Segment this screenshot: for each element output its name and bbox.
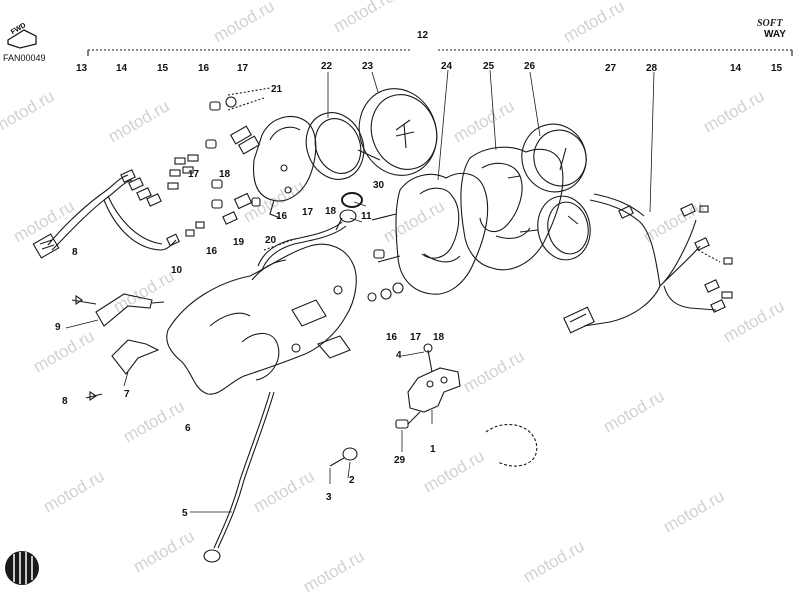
ref-label: 15 bbox=[157, 63, 169, 74]
ref-label: 27 bbox=[605, 63, 617, 74]
callout-label: 17 bbox=[188, 169, 200, 180]
brand-bottom: WAY bbox=[764, 29, 786, 40]
diagram-code: FAN00049 bbox=[3, 53, 46, 63]
ref-label: 24 bbox=[441, 61, 453, 72]
callout-label: 17 bbox=[410, 332, 422, 343]
callout-label: 29 bbox=[394, 455, 406, 466]
callout-label: 6 bbox=[185, 423, 191, 434]
ref-label: 14 bbox=[116, 63, 128, 74]
callout-label: 5 bbox=[182, 508, 188, 519]
callout-label: 18 bbox=[433, 332, 445, 343]
seal-ring bbox=[335, 192, 363, 231]
callout-label: 10 bbox=[171, 265, 183, 276]
callout-label: 30 bbox=[373, 180, 385, 191]
callout-label: 8 bbox=[62, 396, 68, 407]
gauge-ring bbox=[305, 112, 365, 180]
instrument-panel bbox=[367, 172, 489, 302]
ref-label: 28 bbox=[646, 63, 658, 74]
gauge-round-23 bbox=[357, 88, 438, 176]
ref-label: 14 bbox=[730, 63, 742, 74]
callout-label: 11 bbox=[361, 211, 372, 222]
callout-label: 20 bbox=[265, 235, 277, 246]
speedometer-cable bbox=[203, 221, 347, 563]
ref-label: 23 bbox=[362, 61, 374, 72]
callout-label: 19 bbox=[233, 237, 245, 248]
gauge-round-26 bbox=[507, 123, 587, 193]
callout-label: 7 bbox=[124, 389, 130, 400]
ref-label: 22 bbox=[321, 61, 333, 72]
gauge-round-lower bbox=[519, 195, 591, 261]
callout-label: 21 bbox=[271, 84, 283, 95]
ref-label: 26 bbox=[524, 61, 536, 72]
gauge-housing-left bbox=[252, 116, 317, 219]
callout-label: 17 bbox=[302, 207, 314, 218]
switch-assembly bbox=[329, 343, 538, 467]
callout-label: 9 bbox=[55, 322, 61, 333]
callout-label: 2 bbox=[349, 475, 355, 486]
ref-label: 16 bbox=[198, 63, 210, 74]
fairing-bracket bbox=[166, 237, 357, 395]
group-bracket bbox=[87, 49, 793, 56]
callout-label: 1 bbox=[430, 444, 436, 455]
brand-top: SOFT bbox=[757, 18, 783, 29]
ref-label: 15 bbox=[771, 63, 783, 74]
leader-lines bbox=[65, 69, 655, 513]
left-wiring-harness bbox=[32, 169, 180, 259]
callout-label: 3 bbox=[326, 492, 332, 503]
callout-label: 18 bbox=[219, 169, 231, 180]
ref-label: 13 bbox=[76, 63, 88, 74]
fwd-arrow-icon bbox=[7, 29, 37, 49]
callout-label: 18 bbox=[325, 206, 337, 217]
callout-label: 16 bbox=[386, 332, 398, 343]
ref-label: 17 bbox=[237, 63, 249, 74]
group-ref-label: 12 bbox=[417, 30, 429, 41]
bulb-sockets bbox=[167, 87, 271, 237]
callout-label: 8 bbox=[72, 247, 78, 258]
callout-label: 16 bbox=[206, 246, 218, 257]
right-wiring-harness bbox=[563, 193, 733, 334]
mount-plates bbox=[71, 293, 165, 402]
callout-label: 16 bbox=[276, 211, 288, 222]
callout-label: 4 bbox=[396, 350, 402, 361]
brand-logo-icon bbox=[5, 551, 39, 585]
ref-label: 25 bbox=[483, 61, 495, 72]
